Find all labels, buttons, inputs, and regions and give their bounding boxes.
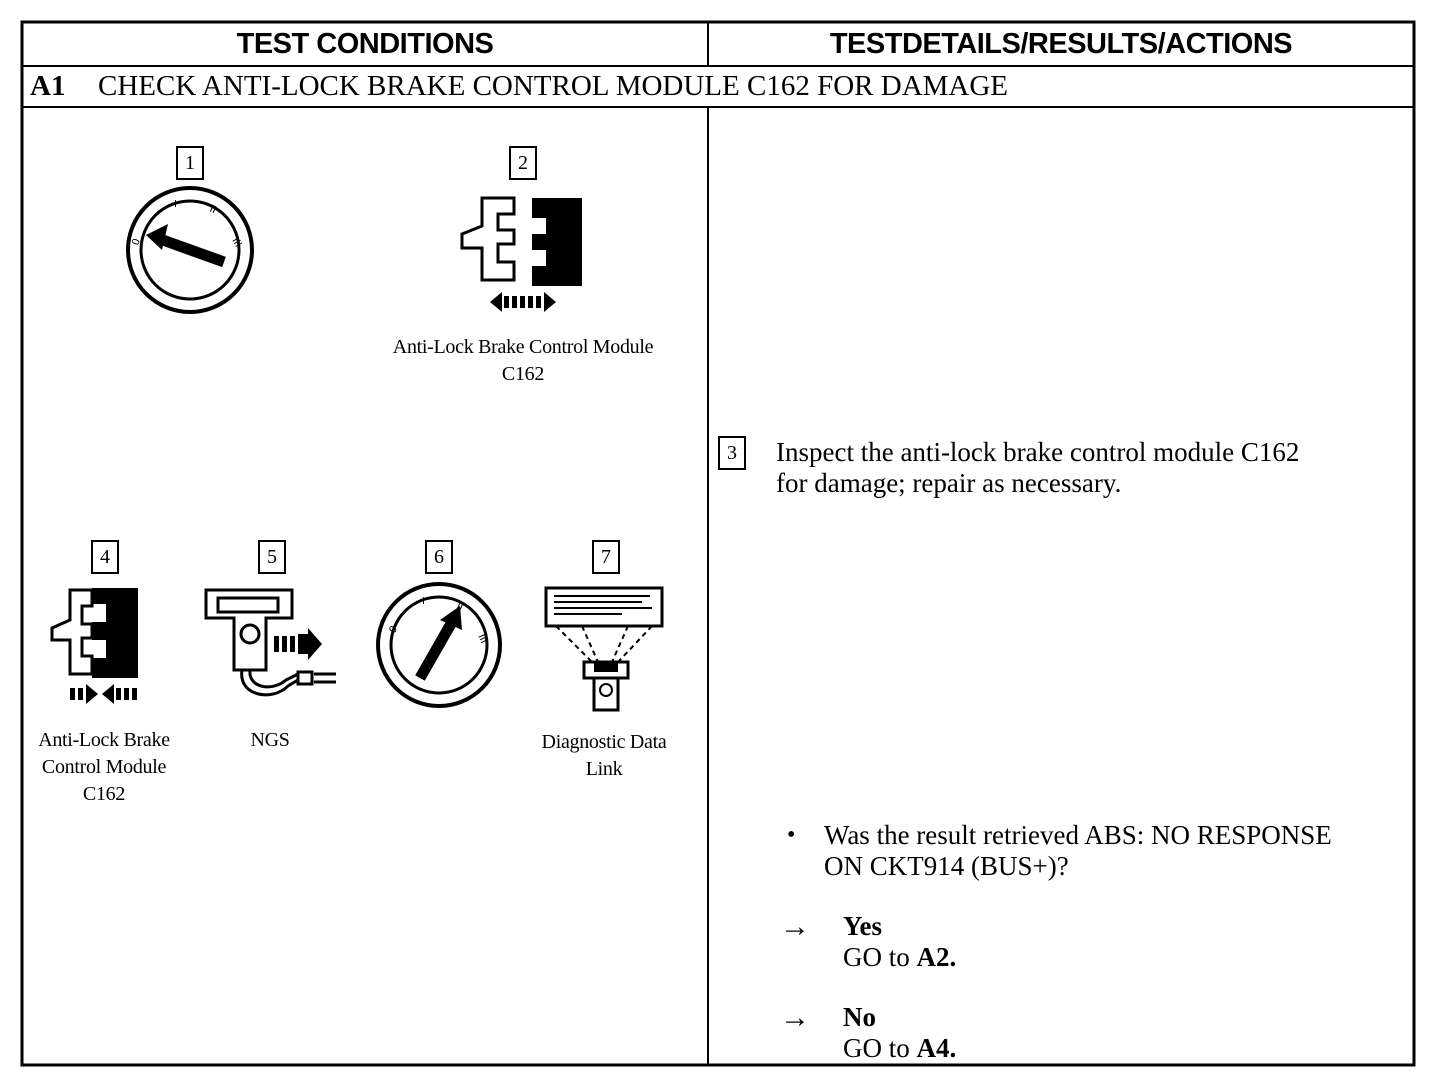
svg-text:I: I bbox=[174, 199, 177, 210]
step-2-caption: Anti-Lock Brake Control Module C162 bbox=[360, 334, 686, 388]
answer-no-goto-target: A4 bbox=[916, 1033, 950, 1063]
step-7-caption-line1: Diagnostic Data bbox=[541, 731, 667, 753]
no-arrow-icon: → bbox=[780, 1001, 810, 1034]
svg-text:II: II bbox=[208, 204, 218, 216]
test-conditions-header: TEST CONDITIONS bbox=[236, 28, 494, 60]
result-question: Was the result retrieved ABS: NO RESPONS… bbox=[824, 820, 1414, 882]
step-3-line1: Inspect the anti-lock brake control modu… bbox=[776, 437, 1300, 467]
answer-no-label: No bbox=[843, 1002, 876, 1032]
ignition-key-run-icon: 0 I II III bbox=[376, 582, 502, 708]
step-3-instruction: Inspect the anti-lock brake control modu… bbox=[776, 437, 1396, 499]
step-3-line2: for damage; repair as necessary. bbox=[776, 468, 1122, 498]
question-bullet: • bbox=[787, 822, 796, 848]
answer-yes-goto-suffix: . bbox=[949, 942, 957, 972]
section-title-row: A1 CHECK ANTI-LOCK BRAKE CONTROL MODULE C… bbox=[30, 66, 1008, 106]
answer-yes-goto: GO to A2. bbox=[843, 942, 956, 972]
svg-text:III: III bbox=[475, 633, 489, 646]
step-7-caption: Diagnostic Data Link bbox=[520, 729, 688, 783]
answer-yes-label: Yes bbox=[843, 911, 882, 941]
answer-no-goto-prefix: GO to bbox=[843, 1033, 917, 1063]
connector-disconnect-icon bbox=[460, 196, 582, 312]
step-number-1: 1 bbox=[176, 146, 204, 180]
step-5-caption: NGS bbox=[250, 729, 290, 751]
ignition-key-off-icon: 0 I II III bbox=[126, 186, 254, 314]
ngs-tester-icon bbox=[204, 588, 336, 697]
step-number-6: 6 bbox=[425, 540, 453, 574]
result-question-line2: ON CKT914 (BUS+)? bbox=[824, 851, 1069, 881]
answer-yes: Yes GO to A2. bbox=[843, 911, 956, 973]
step-4-caption-line1: Anti-Lock Brake bbox=[38, 729, 170, 751]
step-7-caption-line2: Link bbox=[585, 758, 623, 780]
test-details-header: TESTDETAILS/RESULTS/ACTIONS bbox=[829, 28, 1293, 60]
connector-connect-icon bbox=[50, 588, 138, 704]
answer-yes-goto-target: A2 bbox=[916, 942, 950, 972]
step-2-caption-line1: Anti-Lock Brake Control Module bbox=[392, 336, 654, 358]
step-number-4: 4 bbox=[91, 540, 119, 574]
step-2-caption-line2: C162 bbox=[501, 363, 545, 385]
step-4-caption-line3: C162 bbox=[82, 783, 126, 805]
answer-no: No GO to A4. bbox=[843, 1002, 956, 1064]
answer-no-goto-suffix: . bbox=[949, 1033, 957, 1063]
diagnostic-data-link-icon bbox=[544, 586, 664, 712]
step-number-7: 7 bbox=[592, 540, 620, 574]
svg-text:0: 0 bbox=[387, 624, 400, 636]
yes-arrow-icon: → bbox=[780, 910, 810, 943]
svg-text:I: I bbox=[422, 596, 425, 607]
result-question-line1: Was the result retrieved ABS: NO RESPONS… bbox=[824, 820, 1332, 850]
answer-yes-goto-prefix: GO to bbox=[843, 942, 917, 972]
step-number-3: 3 bbox=[718, 436, 746, 470]
step-number-5: 5 bbox=[258, 540, 286, 574]
step-number-2: 2 bbox=[509, 146, 537, 180]
step-4-caption: Anti-Lock Brake Control Module C162 bbox=[16, 727, 192, 808]
section-code: A1 bbox=[30, 70, 66, 102]
section-title: CHECK ANTI-LOCK BRAKE CONTROL MODULE C16… bbox=[98, 70, 1009, 102]
svg-text:0: 0 bbox=[130, 237, 143, 247]
step-4-caption-line2: Control Module bbox=[41, 756, 167, 778]
answer-no-goto: GO to A4. bbox=[843, 1033, 956, 1063]
svg-text:III: III bbox=[229, 236, 243, 249]
